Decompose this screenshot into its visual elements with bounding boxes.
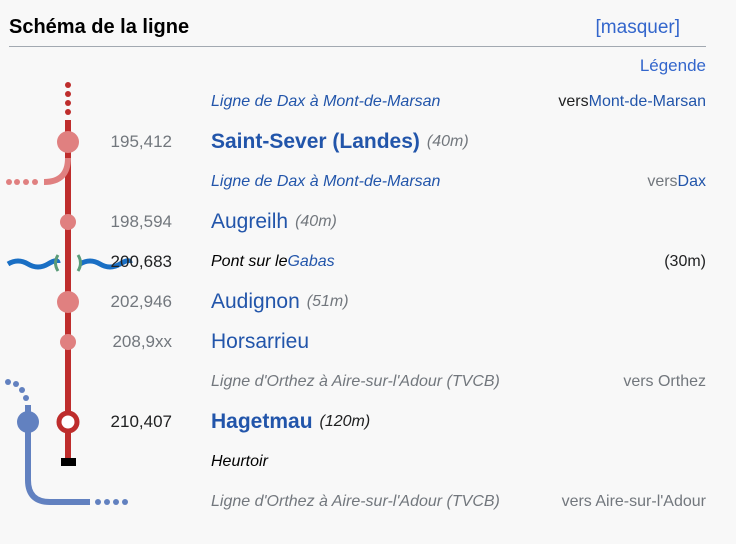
river-wave-icon (6, 254, 133, 272)
direction-text: vers Aire-sur-l'Adour (561, 493, 706, 510)
station-link[interactable]: Horsarrieu (211, 330, 310, 353)
station-link[interactable]: Audignon (211, 290, 300, 313)
direction-link[interactable]: Dax (677, 173, 706, 190)
altitude: (30m) (664, 253, 706, 270)
km-marker: 202,946 (110, 292, 172, 311)
row-line-tvcb-1: Ligne d'Orthez à Aire-sur-l'Adour (TVCB)… (0, 362, 706, 402)
km-marker: 195,412 (110, 132, 172, 151)
diagram-header: Schéma de la ligne [masquer] (9, 0, 706, 47)
row-station-hagetmau: 210,407 Hagetmau (120m) (0, 402, 706, 442)
station-link[interactable]: Augreilh (211, 210, 289, 233)
altitude: (51m) (306, 293, 349, 310)
river-link[interactable]: Gabas (287, 253, 335, 270)
altitude: (120m) (319, 413, 371, 430)
station-marker (57, 131, 79, 153)
route-diagram (5, 82, 133, 505)
branch-tvcb (5, 379, 128, 505)
direction-prefix: vers (647, 173, 678, 190)
altitude: (40m) (295, 213, 337, 230)
row-line-dax-mdm-1: Ligne de Dax à Mont-de-Marsan vers Mont-… (0, 82, 706, 122)
row-line-dax-mdm-2: Ligne de Dax à Mont-de-Marsan vers Dax (0, 162, 706, 202)
station-marker (57, 291, 79, 313)
km-marker: 208,9xx (112, 332, 172, 351)
altitude: (40m) (426, 133, 469, 150)
direction-link[interactable]: Mont-de-Marsan (588, 93, 706, 110)
bridge-label: Pont sur le (211, 253, 288, 270)
branch-dax (6, 157, 71, 185)
row-station-audignon: 202,946 Audignon (51m) (0, 282, 706, 322)
km-marker: 200,683 (110, 252, 172, 271)
row-buffer-stop: Heurtoir (0, 442, 706, 482)
km-marker: 198,594 (110, 212, 172, 231)
station-link[interactable]: Hagetmau (211, 410, 313, 433)
hide-toggle-link[interactable]: [masquer] (595, 17, 680, 38)
row-line-tvcb-2: Ligne d'Orthez à Aire-sur-l'Adour (TVCB)… (0, 482, 706, 522)
dotted-line-top (65, 82, 71, 115)
legend-link[interactable]: Légende (639, 56, 706, 75)
line-link[interactable]: Ligne de Dax à Mont-de-Marsan (211, 173, 441, 190)
terminus-marker (56, 410, 80, 434)
line-link[interactable]: Ligne de Dax à Mont-de-Marsan (211, 93, 441, 110)
diagram-title: Schéma de la ligne (9, 16, 190, 38)
buffer-stop-icon (61, 458, 76, 466)
row-station-horsarrieu: 208,9xx Horsarrieu (0, 322, 706, 362)
buffer-stop-label: Heurtoir (211, 453, 268, 470)
km-marker: 210,407 (110, 412, 172, 431)
direction-text: vers Orthez (623, 373, 706, 390)
station-marker (60, 334, 76, 350)
station-link[interactable]: Saint-Sever (Landes) (211, 130, 420, 153)
row-station-augreilh: 198,594 Augreilh (40m) (0, 202, 706, 242)
row-station-saint-sever: 195,412 Saint-Sever (Landes) (40m) (0, 122, 706, 162)
direction-prefix: vers (558, 93, 589, 110)
line-label: Ligne d'Orthez à Aire-sur-l'Adour (TVCB) (211, 373, 500, 390)
row-bridge-gabas: 200,683 Pont sur le Gabas (30m) (0, 242, 706, 282)
line-label: Ligne d'Orthez à Aire-sur-l'Adour (TVCB) (211, 493, 500, 510)
station-marker (60, 214, 76, 230)
